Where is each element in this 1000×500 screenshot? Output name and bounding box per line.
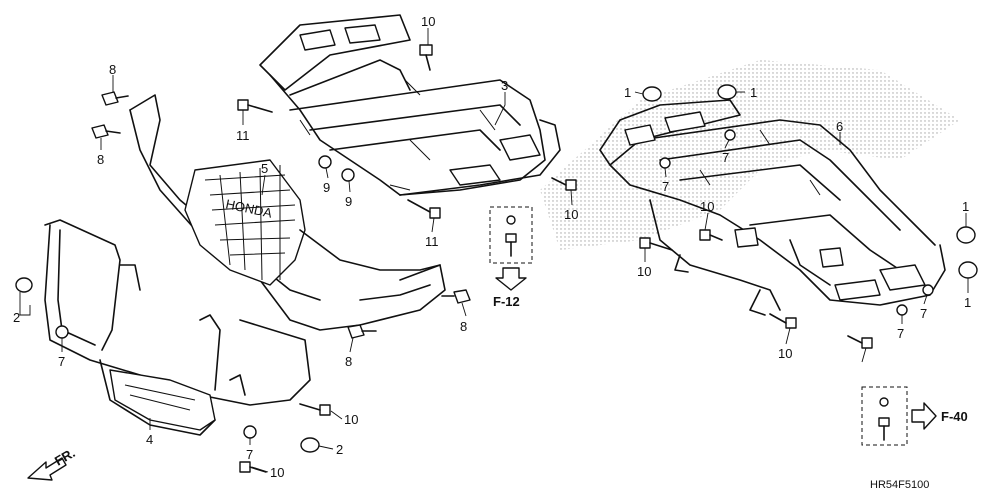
callout-label: 11 (425, 234, 439, 249)
callout-label: 7 (246, 447, 253, 462)
callout-label: 3 (501, 78, 508, 93)
callout-label: 10 (700, 199, 714, 214)
rubber-cap-parts (15, 84, 978, 453)
f12-ref-label[interactable]: F-12 (493, 294, 520, 309)
callout-label: 1 (624, 85, 631, 100)
callout-label: 7 (58, 354, 65, 369)
f40-ref-label[interactable]: F-40 (941, 409, 968, 424)
bolt-parts (237, 44, 873, 473)
diagram-code: HR54F5100 (870, 479, 929, 491)
callout-label: 4 (146, 432, 153, 447)
callout-label: 10 (778, 346, 792, 361)
callout-label: 10 (344, 412, 358, 427)
callout-label: 9 (323, 180, 330, 195)
callout-label: 8 (109, 62, 116, 77)
callout-label: 5 (261, 161, 268, 176)
callout-label: 7 (662, 179, 669, 194)
callout-label: 9 (345, 194, 352, 209)
f40-detail-hardware (878, 397, 890, 441)
callout-label: 1 (964, 295, 971, 310)
callout-label: 1 (750, 85, 757, 100)
front-guard-part-4 (44, 219, 311, 436)
callout-label: 2 (13, 310, 20, 325)
rear-carrier-part-6 (599, 99, 946, 316)
callout-label: 7 (920, 306, 927, 321)
callout-leaders (19, 28, 969, 473)
callout-label: 11 (236, 128, 250, 143)
f12-detail-box (489, 206, 533, 264)
f12-arrow-icon (495, 267, 527, 291)
callout-label: 10 (421, 14, 435, 29)
callout-label: 10 (564, 207, 578, 222)
f12-detail-hardware (505, 215, 517, 257)
callout-label: 7 (722, 150, 729, 165)
callout-label: 2 (336, 442, 343, 457)
callout-label: 8 (97, 152, 104, 167)
callout-label: 10 (637, 264, 651, 279)
front-grille-part-5: HONDA (129, 94, 446, 331)
callout-label: 7 (897, 326, 904, 341)
callout-label: 1 (962, 199, 969, 214)
callout-labels: 10 8 8 11 3 5 9 9 11 10 1 1 6 7 7 10 10 … (13, 14, 971, 480)
callout-label: 6 (836, 119, 843, 134)
callout-label: 8 (345, 354, 352, 369)
callout-label: 10 (270, 465, 284, 480)
callout-label: 8 (460, 319, 467, 334)
f40-detail-box (861, 386, 908, 446)
front-carrier-part-3 (259, 14, 561, 196)
f40-arrow-icon (911, 402, 937, 430)
honda-wing-watermark (540, 60, 960, 250)
front-direction-arrow-icon (27, 457, 67, 481)
clip-parts (91, 91, 471, 339)
